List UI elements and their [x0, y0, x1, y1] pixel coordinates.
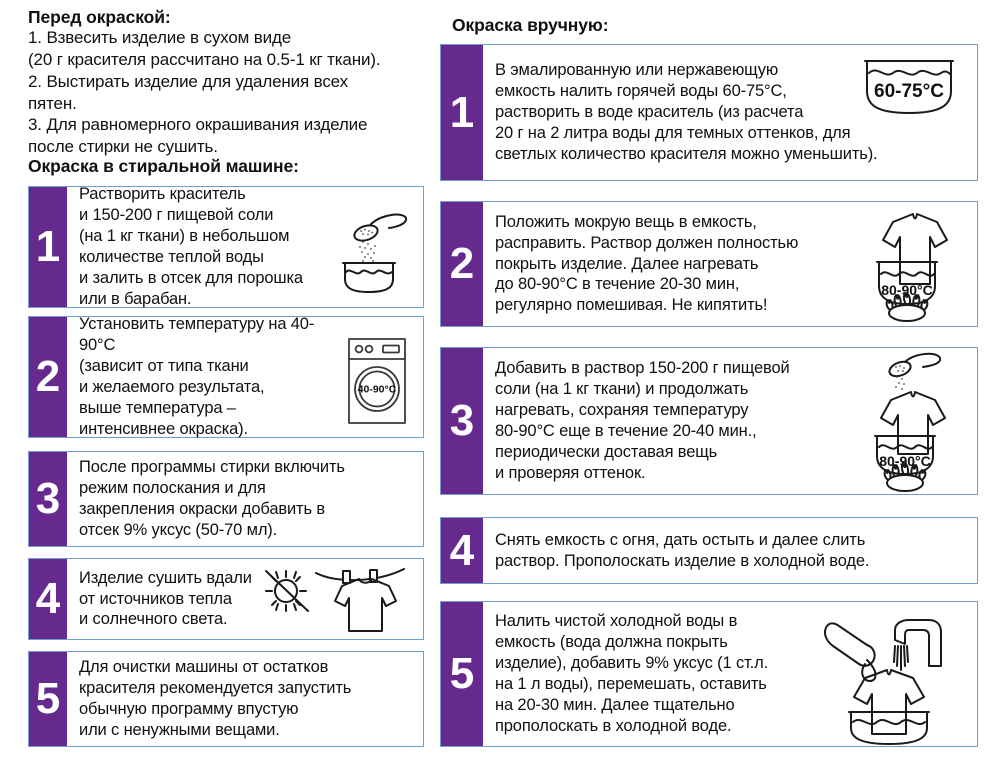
right-step-card-1[interactable]: 1 В эмалированную или нержавеющую емкост…: [440, 44, 978, 181]
basin-temp-label: 60-75°C: [874, 81, 944, 102]
step-text: Снять емкость с огня, дать остыть и дале…: [495, 530, 870, 570]
left-section-title: Окраска в стиральной машине:: [28, 156, 299, 176]
step-text: Налить чистой холодной воды в емкость (в…: [495, 612, 768, 735]
step-number-badge: 1: [29, 187, 67, 307]
step-number-badge: 2: [29, 317, 67, 437]
no-sun-drying-shirt-icon: [258, 557, 423, 637]
left-step-card-4[interactable]: 4 Изделие сушить вдали от источников теп…: [28, 558, 424, 640]
left-intro-title: Перед окраской:: [28, 7, 171, 27]
shirt-in-pot-flame-icon: 80-90°C: [847, 206, 967, 326]
right-step-card-3[interactable]: 3 Добавить в раствор 150-200 г пищевой с…: [440, 347, 978, 495]
card-body: Положить мокрую вещь в емкость, расправи…: [483, 202, 977, 326]
step-number-badge: 3: [441, 348, 483, 494]
card-body: Для очистки машины от остатков красителя…: [67, 652, 423, 746]
card-body: Добавить в раствор 150-200 г пищевой сол…: [483, 348, 977, 494]
basin-water-icon: 60-75°C: [849, 53, 969, 123]
step-text: Изделие сушить вдали от источников тепла…: [79, 568, 252, 629]
card-body: После программы стирки включить режим по…: [67, 452, 423, 546]
step-number-badge: 4: [29, 559, 67, 639]
vinegar-faucet-shirt-basin-icon: [815, 604, 965, 746]
step-number-badge: 1: [441, 45, 483, 180]
right-step-card-2[interactable]: 2 Положить мокрую вещь в емкость, распра…: [440, 201, 978, 327]
card-body: Установить температуру на 40-90°C (завис…: [67, 315, 423, 438]
step-number-badge: 5: [29, 652, 67, 746]
card-body: Налить чистой холодной воды в емкость (в…: [483, 602, 977, 746]
step-number-badge: 2: [441, 202, 483, 326]
left-intro-text: 1. Взвесить изделие в сухом виде (20 г к…: [28, 28, 381, 157]
washing-machine-icon: 40-90°C: [331, 331, 423, 431]
washing-machine-temp-label: 40-90°C: [358, 384, 397, 396]
step-text: После программы стирки включить режим по…: [79, 458, 345, 539]
pot-temp-label: 80-90°C: [879, 453, 931, 469]
card-body: Снять емкость с огня, дать остыть и дале…: [483, 518, 977, 583]
step-number-badge: 5: [441, 602, 483, 746]
right-section-title: Окраска вручную:: [452, 15, 609, 35]
left-step-card-3[interactable]: 3 После программы стирки включить режим …: [28, 451, 424, 547]
pot-temp-label: 80-90°C: [881, 282, 933, 298]
step-text: Добавить в раствор 150-200 г пищевой сол…: [495, 359, 790, 482]
right-step-card-4[interactable]: 4 Снять емкость с огня, дать остыть и да…: [440, 517, 978, 584]
left-step-card-2[interactable]: 2 Установить температуру на 40-90°C (зав…: [28, 315, 424, 438]
step-number-badge: 3: [29, 452, 67, 546]
salt-shirt-in-pot-flame-icon: 80-90°C: [843, 350, 967, 496]
step-text: Растворить краситель и 150-200 г пищевой…: [79, 185, 303, 308]
step-number-badge: 4: [441, 518, 483, 583]
spoon-salt-bowl-icon: [315, 197, 423, 297]
card-body: Изделие сушить вдали от источников тепла…: [67, 559, 423, 639]
step-text: В эмалированную или нержавеющую емкость …: [495, 61, 878, 163]
step-text: Положить мокрую вещь в емкость, расправи…: [495, 212, 799, 315]
left-step-card-1[interactable]: 1 Растворить краситель и 150-200 г пищев…: [28, 185, 424, 308]
left-step-card-5[interactable]: 5 Для очистки машины от остатков красите…: [28, 651, 424, 747]
step-text: Установить температуру на 40-90°C (завис…: [79, 315, 315, 438]
right-step-card-5[interactable]: 5 Налить чистой холодной воды в емкость …: [440, 601, 978, 747]
step-text: Для очистки машины от остатков красителя…: [79, 658, 352, 739]
card-body: Растворить краситель и 150-200 г пищевой…: [67, 185, 423, 308]
card-body: В эмалированную или нержавеющую емкость …: [483, 45, 977, 180]
